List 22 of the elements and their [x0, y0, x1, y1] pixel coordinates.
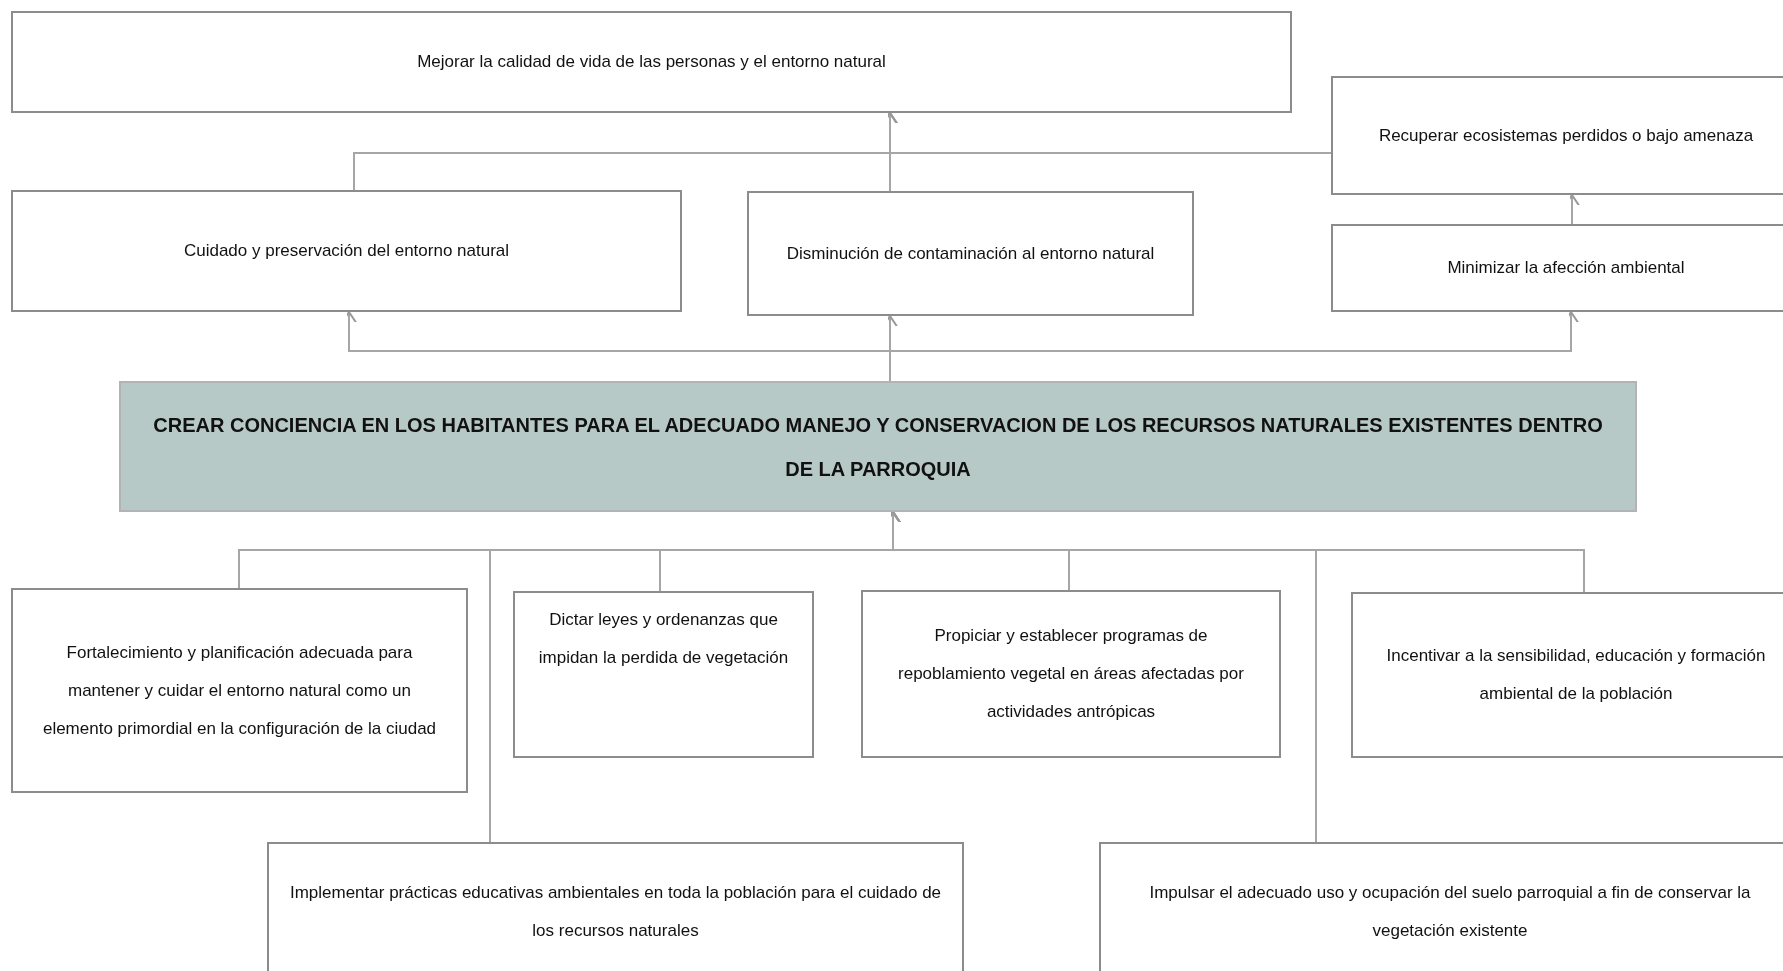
text-box: [1331, 224, 1783, 312]
box-text: Propiciar y establecer programas de repoblamiento vegetal en áreas afectadas por actividades antrópicas: [897, 625, 1245, 723]
objective-box: [119, 381, 1637, 512]
text-box: [1331, 76, 1783, 195]
box-text: Incentivar a la sensibilidad, educación y formación ambiental de la población: [1385, 645, 1767, 705]
box-text: Minimizar la afección ambiental: [1447, 257, 1685, 279]
text-box: [861, 590, 1281, 758]
box-text: CREAR CONCIENCIA EN LOS HABITANTES PARA EL ADECUADO MANEJO Y CONSERVACION DE LOS RECURSOS NATURALES EXISTENTES DENTRO DE LA PARROQUIA: [152, 412, 1604, 482]
box-text: Mejorar la calidad de vida de las personas y el entorno natural: [417, 51, 886, 73]
box-text: Dictar leyes y ordenanzas que impidan la perdida de vegetación: [537, 609, 790, 669]
box-text: Fortalecimiento y planificación adecuada para mantener y cuidar el entorno natural como un elemento primordial en la configuración de la ciudad: [41, 641, 438, 740]
text-box: [513, 591, 814, 758]
text-box: [11, 190, 682, 312]
box-text: Implementar prácticas educativas ambientales en toda la población para el cuidado de los recursos naturales: [288, 882, 943, 942]
text-box: [1351, 592, 1783, 758]
text-box: [747, 191, 1194, 316]
text-box: [11, 588, 468, 793]
box-text: Recuperar ecosistemas perdidos o bajo amenaza: [1378, 124, 1754, 147]
box-text: Impulsar el adecuado uso y ocupación del suelo parroquial a fin de conservar la vegetación existente: [1148, 882, 1752, 942]
box-text: Cuidado y preservación del entorno natural: [183, 240, 510, 262]
box-text: Disminución de contaminación al entorno natural: [786, 242, 1155, 265]
text-box: [11, 11, 1292, 113]
